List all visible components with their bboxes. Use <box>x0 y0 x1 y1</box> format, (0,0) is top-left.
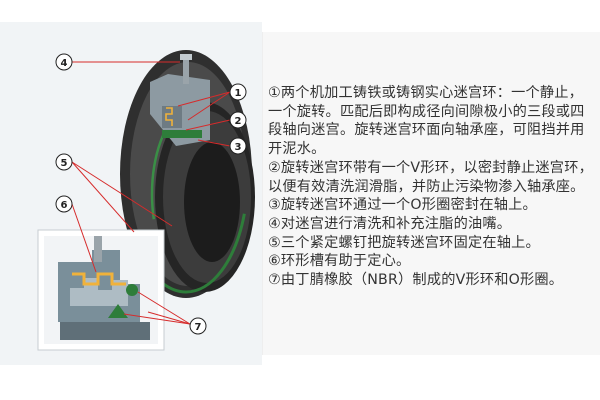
leader-2 <box>185 119 231 131</box>
leader-7c <box>147 311 191 325</box>
labyrinth-gap <box>162 106 182 128</box>
description-item: ②旋转迷宫环带有一个V形环，以密封静止迷宫环，以便有效清洗润滑脂，并防止污染物渗… <box>268 159 593 195</box>
description-item: ④对迷宫进行清洗和补充注脂的油嘴。 <box>268 215 512 232</box>
callout-7-label: 7 <box>195 322 202 333</box>
callout-3-label: 3 <box>235 142 242 153</box>
leader-1b <box>187 91 231 121</box>
seal-illustration: 4 1 2 3 5 6 7 <box>37 50 255 351</box>
labyrinth-path <box>165 107 173 126</box>
description-item: ①两个机加工铸铁或铸钢实心迷宫环：一个静止，一个旋转。匹配后即构成径向间隙极小的… <box>268 85 585 158</box>
description-item: ⑤三个紧定螺钉把旋转迷宫环固定在轴上。 <box>268 234 540 251</box>
green-o-ring <box>150 100 250 288</box>
leader-3 <box>197 139 231 147</box>
callout-5-circle <box>55 153 73 171</box>
leader-7b <box>137 291 191 325</box>
callout-7-circle <box>189 317 207 335</box>
description-item: ⑥环形槽有助于定心。 <box>268 253 411 270</box>
callout-3: 3 <box>229 137 247 155</box>
callout-6-label: 6 <box>61 200 68 211</box>
seal-diagram: 4 1 2 3 5 6 7 <box>0 22 262 365</box>
leader-1a <box>177 91 231 107</box>
detail-v-ring <box>108 304 128 318</box>
grease-nipple <box>183 58 189 84</box>
description-panel <box>262 32 600 355</box>
callout-2-label: 2 <box>235 116 242 127</box>
callout-5-label: 5 <box>61 158 68 169</box>
description-item: ③旋转迷宫环通过一个O形圈密封在轴上。 <box>268 197 537 214</box>
callout-2: 2 <box>229 111 247 129</box>
callout-7: 7 <box>189 317 207 335</box>
callout-3-circle <box>229 137 247 155</box>
inner-bore <box>184 142 240 262</box>
green-v-ring <box>122 54 250 294</box>
leader-5a <box>71 161 135 233</box>
callout-4-label: 4 <box>61 58 68 69</box>
callout-6-circle <box>55 195 73 213</box>
callout-lines <box>71 61 231 325</box>
callout-6: 6 <box>55 195 73 213</box>
description-item: ⑦由丁腈橡胶（NBR）制成的V形环和O形圈。 <box>268 272 564 289</box>
callout-1: 1 <box>229 83 247 101</box>
detail-o-ring <box>126 284 138 296</box>
callout-1-label: 1 <box>235 88 242 99</box>
leader-6 <box>71 203 97 273</box>
detail-nipple <box>94 236 102 262</box>
green-seal-section <box>162 130 202 138</box>
leader-7a <box>123 313 191 325</box>
component-description-list: ①两个机加工铸铁或铸钢实心迷宫环：一个静止，一个旋转。匹配后即构成径向间隙极小的… <box>268 84 594 290</box>
callout-4-circle <box>55 53 73 71</box>
detail-shaft <box>60 322 150 340</box>
leader-5b <box>71 161 173 227</box>
callout-4: 4 <box>55 53 73 71</box>
callout-1-circle <box>229 83 247 101</box>
detail-grease-channel <box>72 272 126 286</box>
callout-2-circle <box>229 111 247 129</box>
callout-5: 5 <box>55 153 73 171</box>
grease-nipple-cap <box>180 54 192 60</box>
